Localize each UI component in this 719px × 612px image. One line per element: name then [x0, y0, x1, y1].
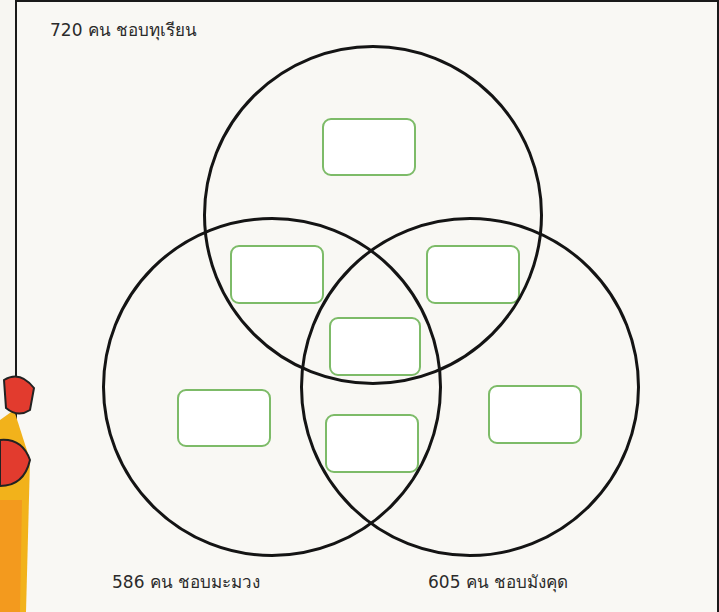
venn-circle: 605 คน ชอบมังคุด: [300, 217, 640, 557]
frame: [16, 1, 718, 612]
circle-outline: [302, 219, 639, 556]
circle-outline: [102, 217, 442, 557]
answer-box: [326, 415, 418, 472]
answer-box: [231, 246, 323, 303]
set-label: 720 คน ชอบทุเรียน: [50, 19, 197, 41]
answer-box: [323, 119, 415, 175]
circle-outline: [300, 217, 640, 557]
circle-outline: [203, 45, 543, 385]
answer-box: [427, 246, 519, 303]
answer-box: [489, 386, 581, 443]
set-label: 605 คน ชอบมังคุด: [428, 571, 568, 593]
answer-box: [178, 390, 270, 446]
venn-circle: 586 คน ชอบมะมวง: [102, 217, 442, 557]
pencil-decoration: [0, 376, 34, 612]
circle-outline: [104, 219, 441, 556]
answer-box: [330, 318, 420, 375]
set-label: 586 คน ชอบมะมวง: [112, 571, 260, 593]
circle-outline: [205, 47, 542, 384]
venn-circle: 720 คน ชอบทุเรียน: [203, 45, 543, 385]
